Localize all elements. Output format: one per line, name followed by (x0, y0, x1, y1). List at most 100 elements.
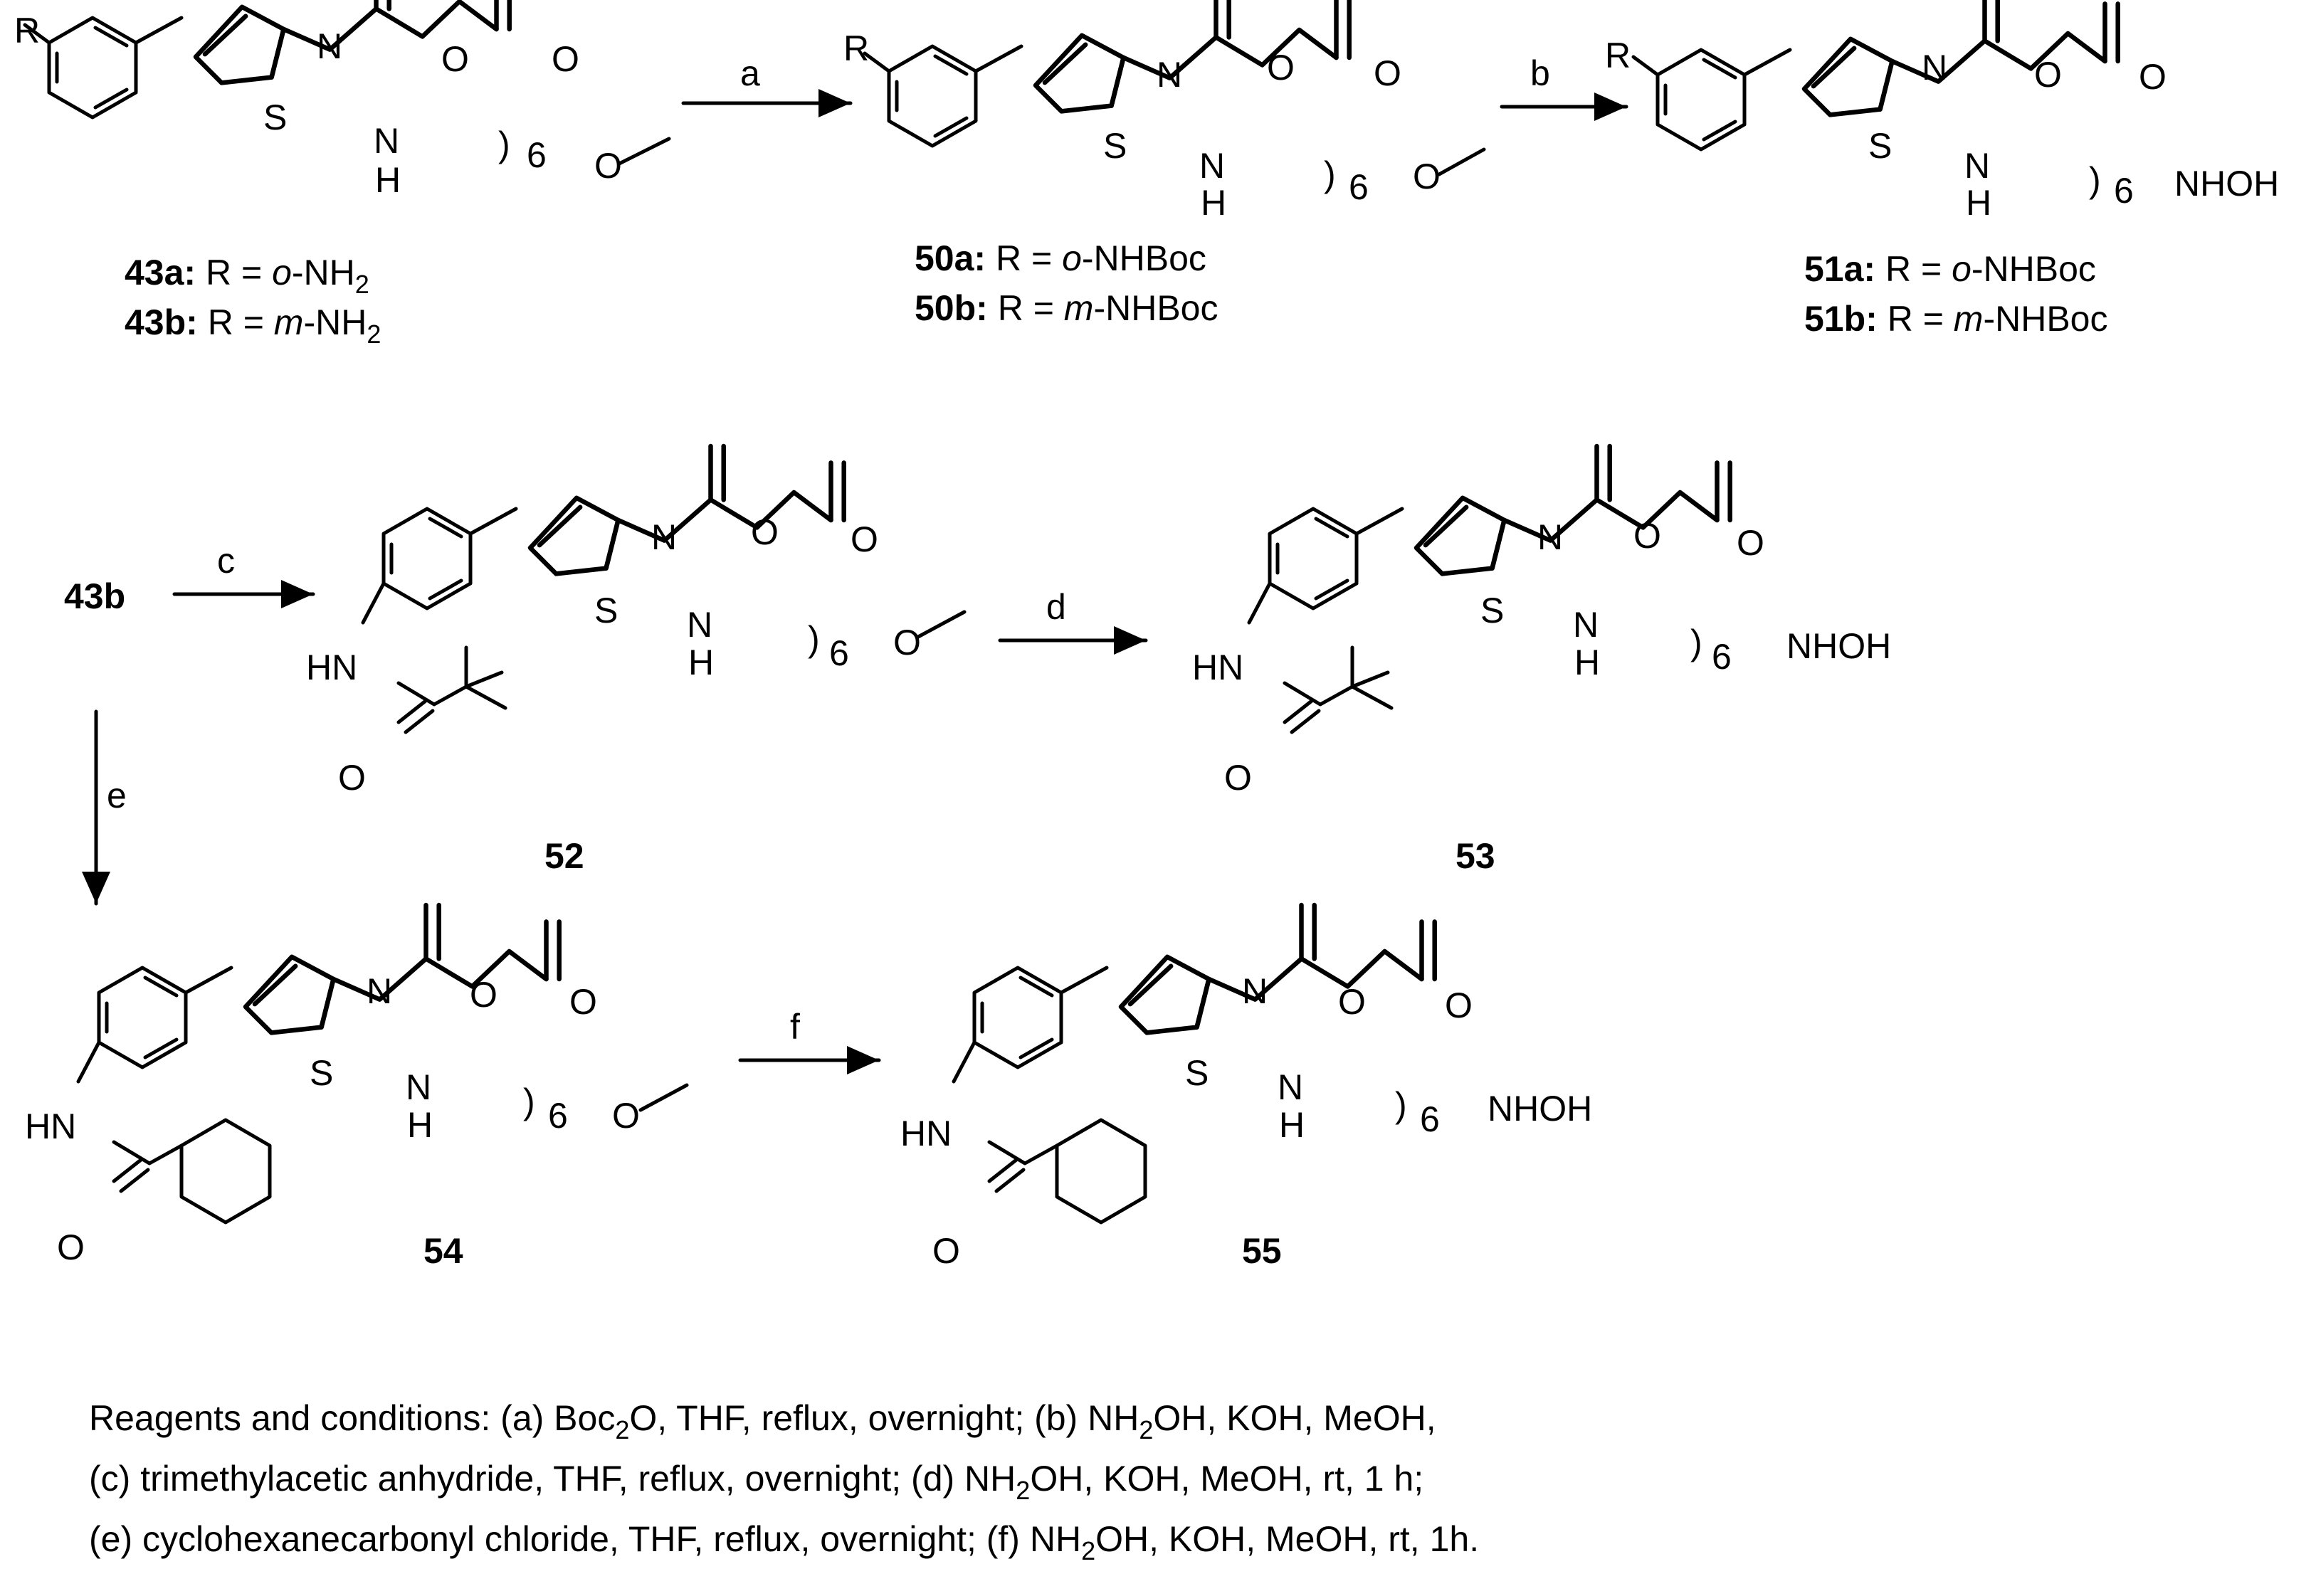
ester-o-atom: O (893, 623, 921, 662)
r-group-label: R (1605, 36, 1631, 75)
compound-label-50b: 50b: R = m-NHBoc (915, 288, 1218, 328)
chain-paren-close: ) (1324, 154, 1336, 194)
amide-o-atom: O (470, 975, 498, 1015)
amide-o-atom: O (751, 512, 779, 552)
amide-n-atom: N (1278, 1067, 1303, 1107)
chain-count: 6 (527, 135, 547, 175)
amide-o-atom: O (1267, 48, 1295, 88)
hydroxamic-carbonyl-o: O (2139, 57, 2167, 97)
amide-o-atom: O (1633, 516, 1661, 556)
thiazole-n-atom: N (1157, 55, 1182, 95)
ester-carbonyl-o: O (851, 519, 878, 559)
amide-n-atom: N (406, 1067, 431, 1107)
compound-label-53: 53 (1455, 836, 1495, 876)
thiazole-s-atom: S (594, 591, 618, 630)
amide-n-atom: N (687, 605, 712, 645)
amide-n-atom: N (1964, 146, 1990, 186)
compound-label-54: 54 (423, 1231, 463, 1271)
pivaloyl-o-atom: O (1224, 758, 1252, 798)
compound-label-52: 52 (544, 836, 584, 876)
conditions-line-1: Reagents and conditions: (a) Boc2O, THF,… (89, 1398, 1436, 1444)
thiazole-n-atom: N (651, 517, 677, 557)
chain-paren-close: ) (1395, 1085, 1407, 1125)
chain-count: 6 (829, 633, 849, 673)
chain-count: 6 (1712, 637, 1732, 677)
amide-h-atom: H (1574, 643, 1600, 682)
structure-52 (361, 446, 844, 734)
amide-h-atom: H (1201, 183, 1226, 223)
structure-50 (863, 0, 1349, 146)
thiazole-s-atom: S (1185, 1053, 1209, 1093)
thiazole-s-atom: S (263, 97, 287, 137)
chain-paren-close: ) (1690, 623, 1702, 662)
arrow-d-label: d (1046, 587, 1066, 627)
thiazole-s-atom: S (310, 1053, 333, 1093)
compound-label-43b: 43b: R = m-NH2 (125, 302, 381, 349)
amide-o-atom: O (2034, 55, 2062, 95)
amide-o-atom: O (1338, 982, 1366, 1022)
chain-paren-close: ) (2089, 160, 2101, 200)
amide-h-atom: H (1966, 183, 1991, 223)
chain-count: 6 (1420, 1099, 1440, 1139)
structure-43 (23, 0, 510, 117)
chain-paren-close: ) (498, 125, 510, 164)
structure-55 (952, 905, 1435, 1222)
ester-o-atom: O (594, 146, 622, 186)
ester-o-atom: O (612, 1096, 640, 1136)
hydroxamic-nhoh: NHOH (2174, 164, 2279, 204)
anilide-hn: HN (900, 1114, 952, 1153)
anilide-hn: HN (1192, 648, 1243, 687)
chain-count: 6 (2114, 171, 2134, 211)
amide-h-atom: H (688, 643, 714, 682)
arrow-b-label: b (1530, 53, 1550, 93)
conditions-line-2: (c) trimethylacetic anhydride, THF, refl… (89, 1459, 1423, 1505)
amide-o-atom: O (441, 39, 469, 79)
amide-h-atom: H (407, 1105, 433, 1145)
thiazole-n-atom: N (1537, 517, 1563, 557)
arrow-a-label: a (740, 53, 760, 93)
thiazole-n-atom: N (1922, 48, 1947, 88)
thiazole-n-atom: N (317, 26, 342, 66)
compound-label-50a: 50a: R = o-NHBoc (915, 238, 1206, 278)
chain-paren-close: ) (523, 1082, 535, 1121)
r-group-label: R (14, 11, 40, 51)
structure-54 (76, 905, 559, 1222)
amide-carbonyl-o: O (57, 1227, 85, 1267)
amide-n-atom: N (1199, 146, 1225, 186)
thiazole-s-atom: S (1103, 126, 1127, 166)
amide-n-atom: N (1573, 605, 1599, 645)
compound-label-51a: 51a: R = o-NHBoc (1804, 249, 2096, 289)
start-compound-43b: 43b (64, 576, 125, 616)
hydroxamic-nhoh: NHOH (1488, 1089, 1592, 1129)
chain-count: 6 (548, 1096, 568, 1136)
hydroxamic-carbonyl-o: O (1737, 523, 1764, 563)
pivaloyl-o-atom: O (338, 758, 366, 798)
hydroxamic-carbonyl-o: O (1445, 985, 1473, 1025)
arrow-c-label: c (217, 541, 235, 581)
r-group-label: R (843, 28, 869, 68)
chain-count: 6 (1349, 167, 1369, 207)
compound-label-55: 55 (1242, 1231, 1282, 1271)
thiazole-n-atom: N (1242, 971, 1268, 1011)
hydroxamic-nhoh: NHOH (1786, 626, 1891, 666)
arrow-e-label: e (107, 776, 127, 815)
anilide-hn: HN (25, 1106, 76, 1146)
ester-o-atom: O (1413, 157, 1441, 196)
conditions-line-3: (e) cyclohexanecarbonyl chloride, THF, r… (89, 1519, 1479, 1565)
thiazole-s-atom: S (1868, 126, 1892, 166)
thiazole-s-atom: S (1480, 591, 1504, 630)
structure-53 (1247, 446, 1730, 734)
amide-h-atom: H (1279, 1105, 1305, 1145)
structure-51 (1631, 0, 2118, 149)
compound-label-43a: 43a: R = o-NH2 (125, 253, 369, 299)
amide-h-atom: H (375, 160, 401, 200)
amide-carbonyl-o: O (932, 1231, 960, 1271)
chain-paren-close: ) (808, 619, 820, 659)
arrow-f-label: f (790, 1007, 800, 1047)
amide-n-atom: N (374, 121, 399, 161)
ester-carbonyl-o: O (569, 982, 597, 1022)
compound-label-51b: 51b: R = m-NHBoc (1804, 299, 2107, 339)
ester-carbonyl-o: O (1374, 53, 1401, 93)
anilide-hn: HN (306, 648, 357, 687)
